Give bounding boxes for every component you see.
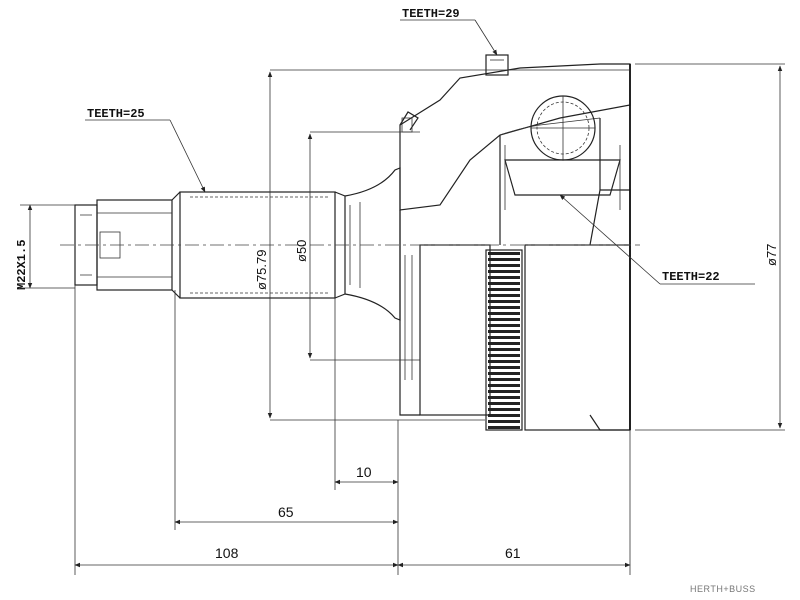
abs-tooth [488, 276, 520, 279]
callout-teeth-25: TEETH=25 [85, 107, 206, 193]
abs-tooth [488, 372, 520, 375]
neck [344, 167, 401, 321]
abs-tooth [488, 282, 520, 285]
ball-cage [504, 95, 621, 210]
brand-logo: HERTH+BUSS [690, 584, 756, 594]
len-10-label: 10 [356, 464, 372, 480]
len-61-dimension: 61 [397, 545, 631, 568]
callout-teeth-22: TEETH=22 [559, 194, 755, 285]
outer-housing [399, 63, 631, 431]
teeth-29-label: TEETH=29 [402, 7, 460, 21]
thread-dimension: M22X1.5 [15, 204, 33, 290]
abs-tooth [488, 390, 520, 393]
abs-tooth [488, 420, 520, 423]
len-108-dimension: 108 [74, 545, 399, 568]
abs-tooth [488, 324, 520, 327]
dia-77-label: ø77 [764, 244, 779, 266]
len-65-label: 65 [278, 504, 294, 520]
abs-tooth [488, 348, 520, 351]
dia-50-dimension: ø50 [294, 133, 313, 359]
len-108-label: 108 [215, 545, 239, 561]
teeth-25-label: TEETH=25 [87, 107, 145, 121]
abs-tooth [488, 306, 520, 309]
thread-label: M22X1.5 [15, 240, 29, 290]
abs-tooth [488, 318, 520, 321]
dia-50-label: ø50 [294, 240, 309, 262]
len-61-label: 61 [505, 545, 521, 561]
abs-ring [485, 249, 523, 431]
abs-tooth [488, 252, 520, 255]
abs-tooth [488, 396, 520, 399]
abs-tooth [488, 312, 520, 315]
abs-tooth [488, 354, 520, 357]
dia-77-dimension: ø77 [764, 65, 783, 429]
abs-tooth [488, 408, 520, 411]
abs-tooth [488, 402, 520, 405]
dia-7579-dimension: ø75.79 [254, 71, 273, 419]
callout-teeth-29: TEETH=29 [400, 7, 498, 56]
dia-7579-label: ø75.79 [254, 250, 269, 290]
abs-tooth [488, 300, 520, 303]
abs-tooth [488, 264, 520, 267]
abs-tooth [488, 342, 520, 345]
len-10-dimension: 10 [334, 464, 399, 485]
extension-lines [20, 63, 785, 575]
abs-tooth [488, 294, 520, 297]
abs-tooth [488, 414, 520, 417]
abs-tooth [488, 288, 520, 291]
abs-tooth [488, 426, 520, 429]
abs-tooth [488, 330, 520, 333]
teeth-22-label: TEETH=22 [662, 270, 720, 284]
abs-tooth [488, 258, 520, 261]
abs-tooth [488, 270, 520, 273]
abs-tooth [488, 366, 520, 369]
abs-tooth [488, 384, 520, 387]
abs-tooth [488, 378, 520, 381]
abs-tooth [488, 336, 520, 339]
len-65-dimension: 65 [174, 504, 399, 525]
abs-tooth [488, 360, 520, 363]
